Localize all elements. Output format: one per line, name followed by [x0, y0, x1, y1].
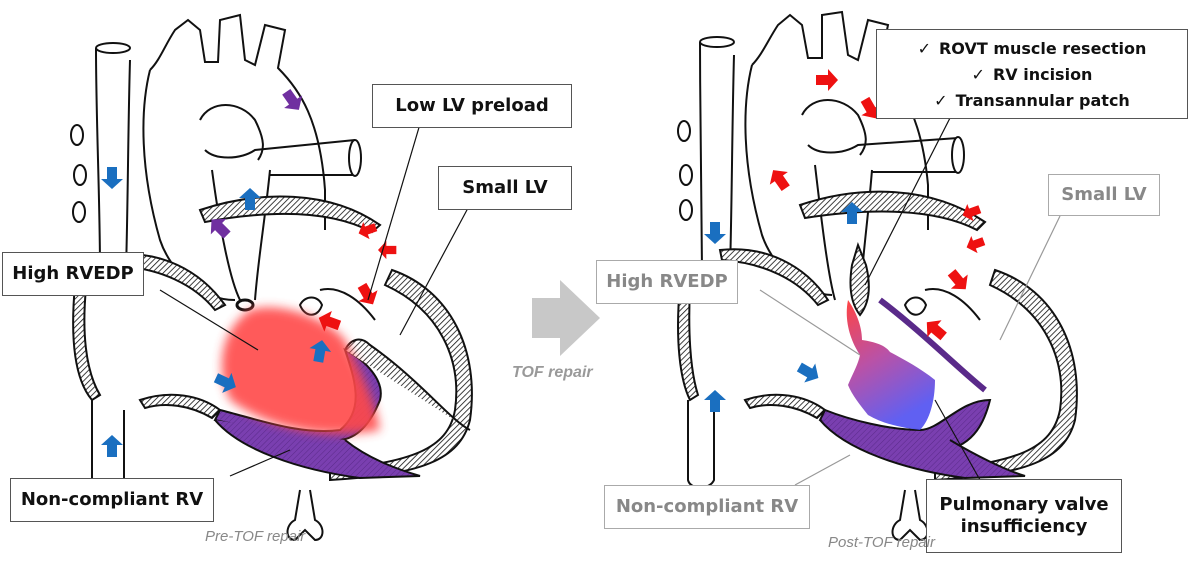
caption-post-repair: Post-TOF repair	[828, 534, 935, 551]
aorta	[149, 13, 326, 230]
checklist-item: ✓ Transannular patch	[877, 88, 1187, 114]
check-icon: ✓	[917, 39, 931, 58]
label-pulmonary-valve-insufficiency: Pulmonary valve insufficiency	[926, 479, 1122, 553]
red-arrow-icon	[764, 163, 795, 195]
atrial-wall	[198, 195, 382, 234]
label-small-lv-post: Small LV	[1048, 174, 1160, 216]
leader-lines-pre	[159, 123, 469, 477]
label-non-compliant-rv-post: Non-compliant RV	[604, 485, 810, 529]
leader-lines-post	[759, 117, 1061, 486]
pulmonary-artery	[807, 137, 959, 301]
label-non-compliant-rv: Non-compliant RV	[10, 478, 214, 522]
pulmonary-artery	[204, 139, 356, 301]
flow-arrows-post	[704, 69, 987, 412]
surgical-checklist: ✓ ROVT muscle resection ✓ RV incision ✓ Tra…	[876, 29, 1188, 119]
check-icon: ✓	[971, 65, 985, 84]
check-icon: ✓	[934, 91, 948, 110]
blue-arrow-icon	[101, 435, 123, 457]
label-small-lv: Small LV	[438, 166, 572, 210]
caption-pre-repair: Pre-TOF repair	[205, 528, 306, 545]
lv-wall	[329, 268, 473, 482]
label-low-lv-preload: Low LV preload	[372, 84, 572, 128]
checklist-item-text: RV incision	[992, 65, 1093, 84]
red-arrow-icon	[963, 232, 987, 257]
transannular-patch	[849, 241, 870, 317]
checklist-item-text: ROVT muscle resection	[938, 39, 1147, 58]
transition-arrow-icon	[532, 280, 600, 356]
checklist-item: ✓ ROVT muscle resection	[877, 36, 1187, 62]
inferior-vena-cava	[687, 400, 715, 489]
label-high-rvedp-post: High RVEDP	[596, 260, 738, 304]
red-arrow-icon	[816, 69, 838, 91]
superior-vena-cava	[95, 47, 131, 271]
red-arrow-icon	[352, 279, 383, 310]
label-high-rvedp: High RVEDP	[2, 252, 144, 296]
checklist-item-text: Transannular patch	[955, 91, 1130, 110]
heart-post-repair	[677, 10, 1078, 542]
blue-arrow-icon	[793, 357, 824, 388]
blue-arrow-icon	[704, 390, 726, 412]
transition-label: TOF repair	[512, 364, 593, 381]
rv-dilation-blob	[221, 307, 380, 434]
pulmonary-regurgitation-blob	[846, 300, 935, 430]
checklist-item: ✓ RV incision	[877, 62, 1187, 88]
heart-pre-repair	[70, 13, 473, 542]
